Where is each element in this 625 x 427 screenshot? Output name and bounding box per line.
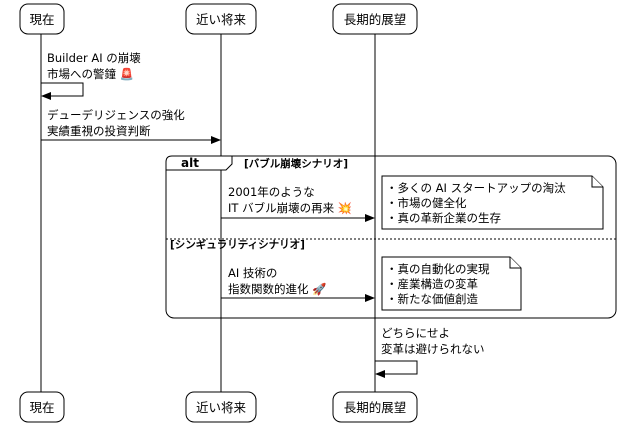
message-line: 指数関数的進化 🚀 [228,282,327,296]
message-label: Builder AI の崩壊 市場への警鐘 🚨 [47,51,144,81]
participant-box-current-bottom [19,391,65,423]
message-label: どちらにせよ 変革は避けられない [381,326,485,356]
alt-guard-bubble: [バブル崩壊シナリオ] [244,157,348,170]
participant-box-near-top [185,3,257,35]
note-fold [509,257,521,269]
participant-box-long-bottom [332,391,418,423]
message-line: 市場への警鐘 🚨 [47,67,134,81]
note-line: ・多くの AI スタートアップの淘汰 [386,181,566,195]
message-line: IT バブル崩壊の再来 💥 [228,201,352,215]
message-line: どちらにせよ [381,326,450,340]
message-line: 2001年のような [228,185,315,199]
note-fold [591,176,603,188]
note-line: ・新たな価値創造 [386,292,478,306]
message-line: 実績重視の投資判断 [47,124,151,138]
note-text: ・多くの AI スタートアップの淘汰 ・市場の健全化 ・真の革新企業の生存 [386,181,569,225]
participant-label-long-bottom: 長期的展望 [344,400,407,415]
participant-label-near-top: 近い将来 [196,12,247,27]
message-line: AI 技術の [228,266,277,280]
note-line: ・市場の健全化 [386,196,467,210]
participant-box-near-bottom [185,391,257,423]
self-message-arrow [41,82,84,100]
participant-box-long-top [332,3,418,35]
participant-label-current-top: 現在 [29,12,54,27]
note-line: ・真の自動化の実現 [386,262,490,276]
participant-label-long-top: 長期的展望 [344,12,407,27]
message-line: Builder AI の崩壊 [47,51,141,65]
message-label: 2001年のような IT バブル崩壊の再来 💥 [228,185,352,215]
participant-label-current-bottom: 現在 [29,400,54,415]
message-label: デューデリジェンスの強化 実績重視の投資判断 [47,108,188,138]
participant-label-near-bottom: 近い将来 [196,400,247,415]
note-box [381,175,604,230]
participant-box-current-top [19,3,65,35]
note-text: ・真の自動化の実現 ・産業構造の変革 ・新たな価値創造 [386,262,493,306]
message-label: AI 技術の 指数関数的進化 🚀 [228,266,327,296]
self-message-arrow [375,360,418,378]
alt-frame-tab [165,155,233,171]
message-line: デューデリジェンスの強化 [47,108,185,122]
alt-frame [165,155,617,319]
note-line: ・真の革新企業の生存 [386,211,501,225]
message-line: 変革は避けられない [381,342,485,356]
note-box [381,256,522,311]
alt-guard-singularity: [シンギュラリティシナリオ] [170,238,305,251]
note-line: ・産業構造の変革 [386,277,478,291]
alt-keyword: alt [181,156,199,170]
